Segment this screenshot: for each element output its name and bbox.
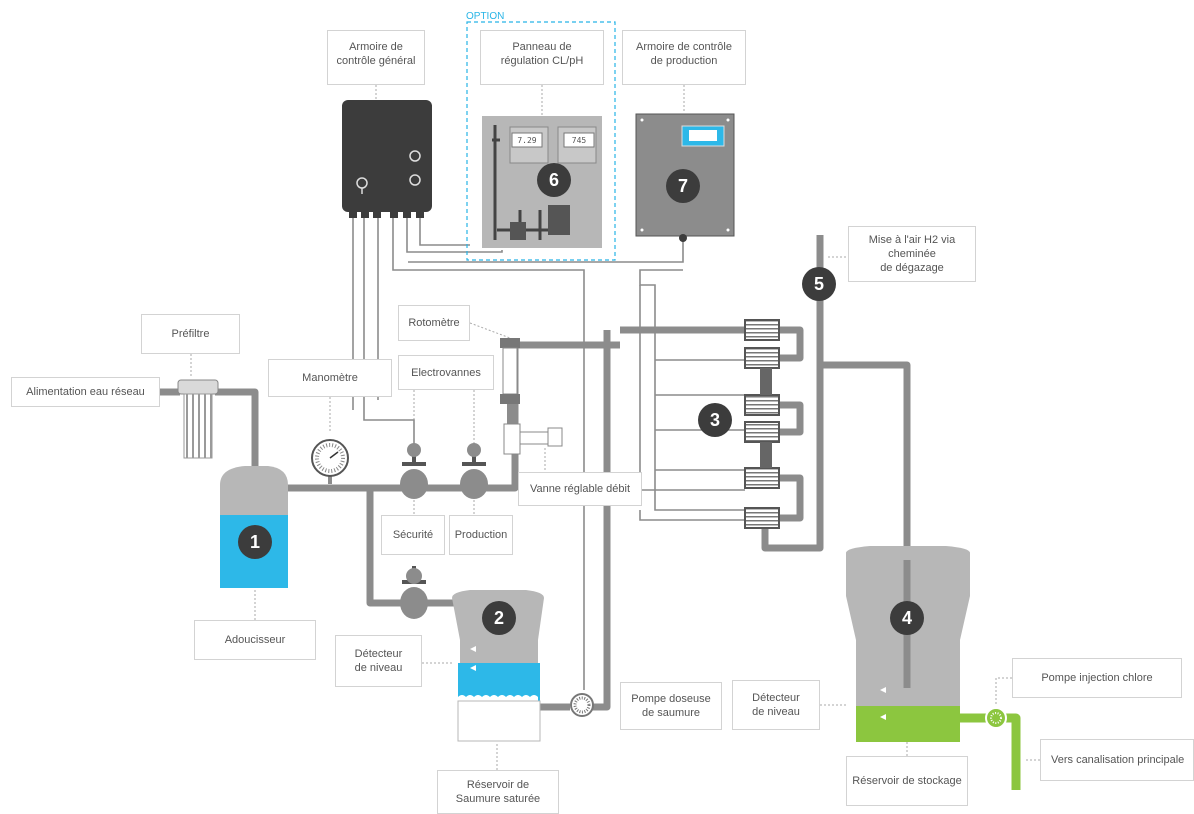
vanne-saumure (400, 566, 428, 619)
label-pompe-doseuse: Pompe doseuse de saumure (620, 682, 722, 730)
label-alimentation: Alimentation eau réseau (11, 377, 160, 407)
label-armoire-production: Armoire de contrôle de production (622, 30, 746, 85)
label-mise-air: Mise à l'air H2 via cheminée de dégazage (848, 226, 976, 282)
badge-5: 5 (802, 267, 836, 301)
reservoir-saumure-tank (452, 590, 544, 742)
cellules-electrolyse (744, 319, 780, 529)
option-box (466, 21, 616, 261)
label-prefiltre: Préfiltre (141, 314, 240, 354)
electrovanne-production (460, 443, 488, 499)
panel-display-2: 745 (571, 136, 587, 145)
badge-4: 4 (890, 601, 924, 635)
armoire-general-cabinet (342, 100, 432, 218)
label-detecteur-niveau-1: Détecteur de niveau (335, 635, 422, 687)
label-electrovannes: Electrovannes (398, 355, 494, 390)
pompe-doseuse-device (570, 693, 594, 717)
label-panneau: Panneau de régulation CL/pH (480, 30, 604, 85)
label-reservoir-stockage: Réservoir de stockage (846, 756, 968, 806)
panel-display-1: 7.29 (517, 136, 537, 145)
badge-1: 1 (238, 525, 272, 559)
label-reservoir-saumure: Réservoir de Saumure saturée (437, 770, 559, 814)
prefiltre-device (177, 379, 219, 459)
label-pompe-injection: Pompe injection chlore (1012, 658, 1182, 698)
rotometre-device (500, 338, 520, 424)
badge-2: 2 (482, 601, 516, 635)
label-vers-canalisation: Vers canalisation principale (1040, 739, 1194, 781)
electrovanne-securite (400, 443, 428, 499)
option-label: OPTION (466, 11, 505, 22)
vanne-reglable-device (503, 423, 563, 455)
label-rotometre: Rotomètre (398, 305, 470, 341)
label-adoucisseur: Adoucisseur (194, 620, 316, 660)
chlorine-outlet (960, 713, 1021, 790)
badge-7: 7 (666, 169, 700, 203)
label-armoire-general: Armoire de contrôle général (327, 30, 425, 85)
label-manometre: Manomètre (268, 359, 392, 397)
badge-6: 6 (537, 163, 571, 197)
reservoir-stockage-tank (846, 546, 970, 742)
label-securite: Sécurité (381, 515, 445, 555)
manometre-device (311, 439, 349, 484)
label-vanne-reglable: Vanne réglable débit (518, 472, 642, 506)
pompe-injection-device (985, 707, 1007, 729)
badge-3: 3 (698, 403, 732, 437)
label-detecteur-niveau-2: Détecteur de niveau (732, 680, 820, 730)
label-production: Production (449, 515, 513, 555)
